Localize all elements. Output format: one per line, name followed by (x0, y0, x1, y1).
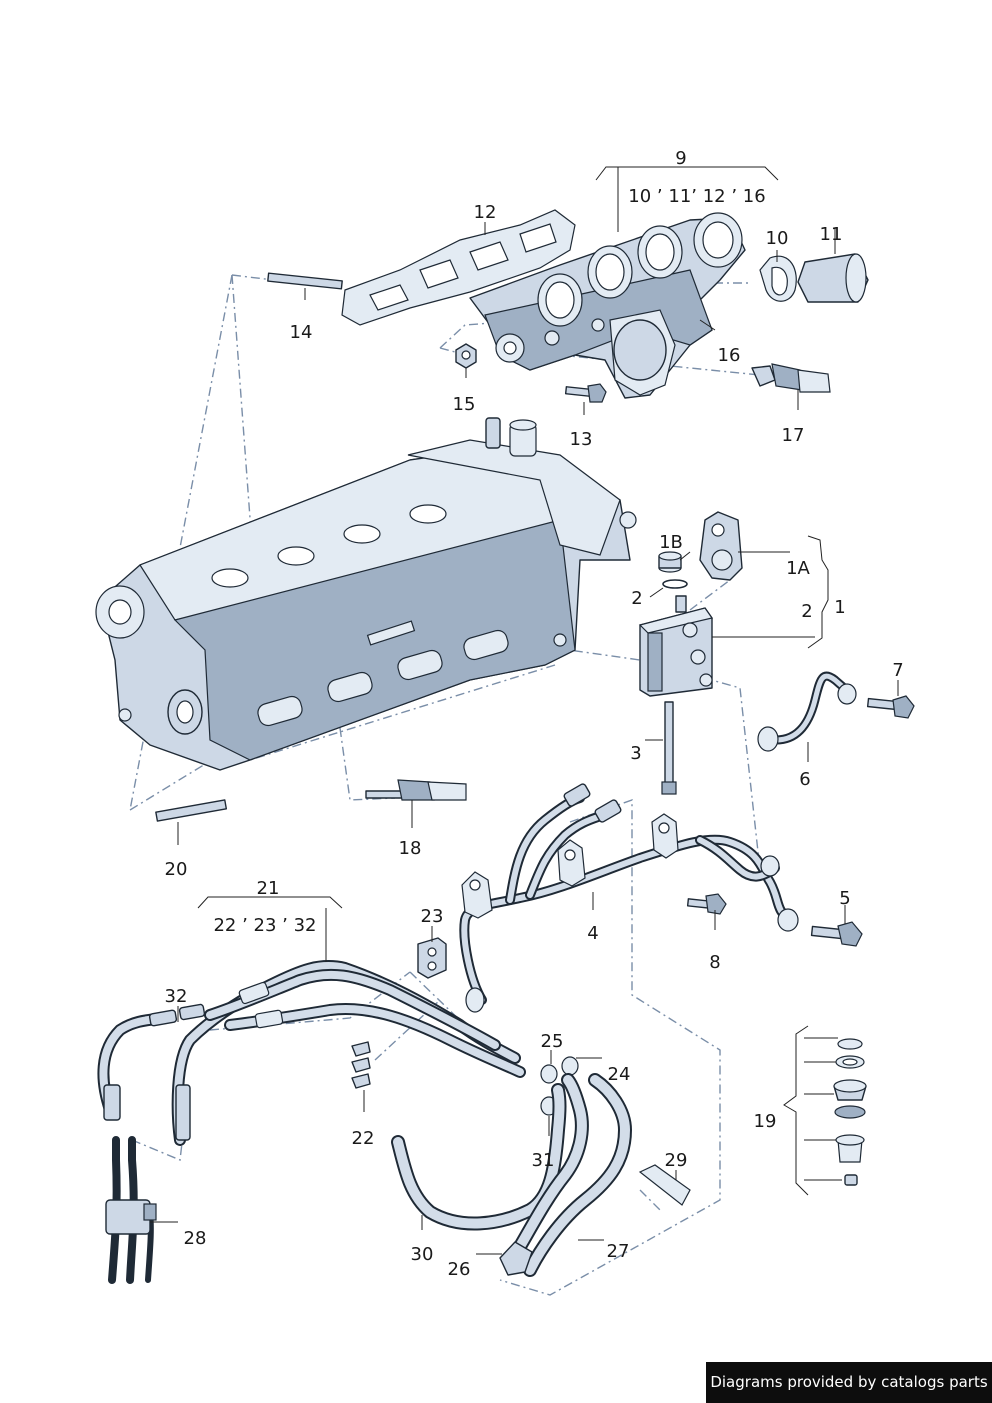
label-1A: 1A (786, 558, 810, 579)
pump-tappet-1B (658, 551, 682, 573)
label-19: 19 (754, 1111, 777, 1132)
label-10: 10 (766, 228, 789, 249)
label-17: 17 (782, 425, 805, 446)
bolt-8 (686, 893, 727, 915)
sensor-18 (365, 779, 467, 801)
exhaust-ports (257, 629, 509, 727)
pin-20 (155, 799, 228, 822)
label-28: 28 (184, 1228, 207, 1249)
seal-kit-19 (833, 1038, 867, 1186)
clips-22 (351, 1041, 371, 1089)
pump-flange-1A (699, 511, 743, 581)
label-27: 27 (607, 1241, 630, 1262)
bolt-3 (661, 701, 677, 795)
bolt-13 (564, 383, 607, 403)
label-24: 24 (608, 1064, 631, 1085)
label-9-subparts: 10 ’ 11’ 12 ’ 16 (628, 186, 765, 207)
label-29: 29 (665, 1150, 688, 1171)
pipe-6 (757, 671, 857, 752)
connector-28 (105, 1136, 157, 1284)
clip-23 (417, 937, 447, 979)
stud-14 (267, 272, 343, 290)
intake-gasket (341, 209, 576, 326)
label-3: 3 (630, 743, 641, 764)
intake-manifold (469, 212, 746, 399)
nut-15 (455, 343, 477, 369)
label-23: 23 (421, 906, 444, 927)
label-1B: 1B (659, 532, 683, 553)
label-31: 31 (532, 1150, 555, 1171)
hose-27 (523, 1073, 632, 1277)
sensor-17 (751, 363, 831, 393)
bolt-7 (866, 695, 915, 719)
label-8: 8 (709, 952, 720, 973)
label-18: 18 (399, 838, 422, 859)
label-21-subparts: 22 ’ 23 ’ 32 (213, 915, 316, 936)
label-30: 30 (411, 1244, 434, 1265)
leader-lines (150, 166, 899, 1255)
clamp-10 (759, 255, 797, 302)
fuel-pump (638, 595, 713, 697)
label-4: 4 (587, 923, 598, 944)
fuel-rail-pipe-4 (459, 783, 799, 1013)
label-20: 20 (165, 859, 188, 880)
label-14: 14 (290, 322, 313, 343)
label-5: 5 (839, 888, 850, 909)
cam-bearing-bores (211, 504, 447, 588)
footer-credit: Diagrams provided by catalogs parts (706, 1362, 992, 1403)
label-22: 22 (352, 1128, 375, 1149)
label-12: 12 (474, 202, 497, 223)
label-15: 15 (453, 394, 476, 415)
label-11: 11 (820, 224, 843, 245)
cylinder-head (95, 417, 637, 771)
label-16: 16 (718, 345, 741, 366)
label-26: 26 (448, 1259, 471, 1280)
label-9: 9 (675, 148, 686, 169)
label-32: 32 (165, 986, 188, 1007)
o-ring-2 (662, 579, 688, 589)
sleeve-11 (797, 253, 869, 303)
label-6: 6 (799, 769, 810, 790)
label-7: 7 (892, 660, 903, 681)
bracket-29 (638, 1164, 691, 1206)
label-25: 25 (541, 1031, 564, 1052)
label-2-oring: 2 (631, 588, 642, 609)
label-2-pump: 2 (801, 601, 812, 622)
bolt-5 (810, 921, 863, 947)
hose-26 (499, 1073, 589, 1276)
hose-30 (391, 1083, 567, 1231)
label-1: 1 (834, 597, 845, 618)
hose-lines (97, 960, 526, 1146)
label-13: 13 (570, 429, 593, 450)
part-labels: 9 10 ’ 11’ 12 ’ 16 12 10 11 14 16 15 13 … (165, 148, 904, 1280)
label-21: 21 (257, 878, 280, 899)
